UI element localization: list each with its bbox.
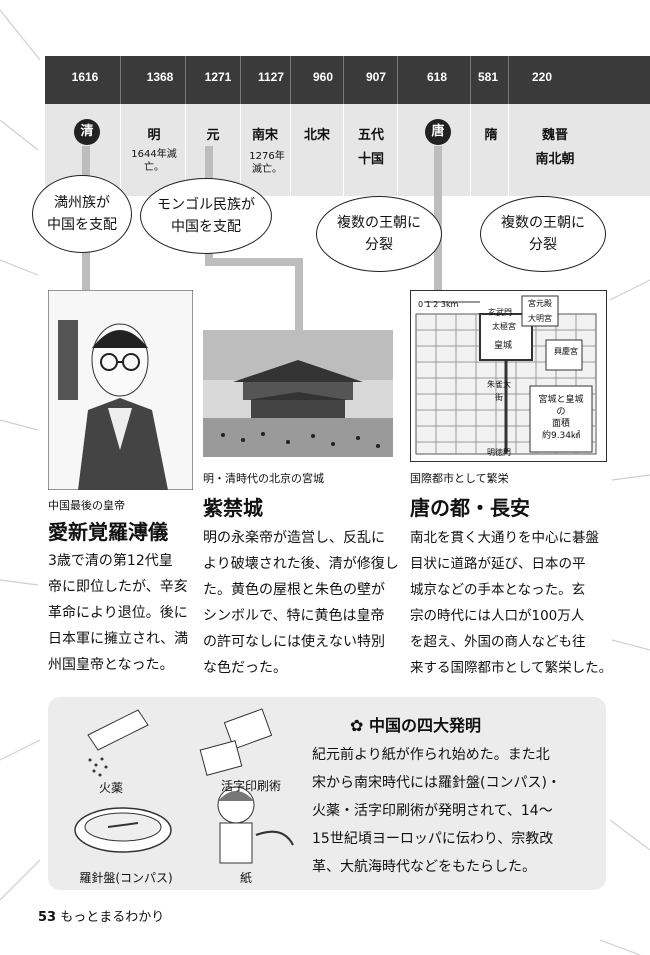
era-weijin: 魏晋 [541, 128, 568, 143]
map-label: 玄武門 [488, 308, 512, 317]
inventions-title: ✿ 中国の四大発明 [350, 716, 481, 735]
nansong-end-note: 1276年 [249, 151, 285, 162]
article-body: 明の永楽帝が造営し、反乱により破壊された後、清が修復した。黄色の屋根と朱色の壁が… [203, 530, 399, 676]
speech-bubble-qing: 満州族が中国を支配 [32, 175, 132, 253]
inventions-illustrations [74, 708, 294, 864]
article-title: 唐の都・長安 [410, 496, 530, 520]
timeline-era-bar [45, 104, 650, 196]
year-label: 581 [477, 70, 499, 84]
article-title: 愛新覚羅溥儀 [48, 520, 168, 544]
article-body: 3歳で清の第12代皇帝に即位したが、辛亥革命により退位。後に 日本軍に擁立され、… [48, 553, 189, 673]
nansong-end-note: 滅亡。 [252, 164, 282, 175]
era-shiguo: 十国 [357, 152, 384, 167]
era-nansong: 南宋 [251, 128, 278, 143]
article-body: 南北を貫く大通りを中心に碁盤目状に道路が延び、日本の平城京などの手本となった。玄… [410, 530, 613, 676]
invention-label-paper: 紙 [239, 871, 252, 885]
year-label: 1271 [204, 70, 232, 84]
page-footer: 53 もっとまるわかり [38, 906, 164, 925]
map-label: 皇城 [493, 341, 512, 351]
year-label: 220 [531, 70, 553, 84]
connector-line [295, 258, 303, 336]
book-title: もっとまるわかり [60, 910, 165, 925]
year-label: 1127 [257, 70, 285, 84]
map-label: 大明宮 [528, 314, 552, 323]
era-sui: 隋 [484, 128, 498, 143]
timeline-year-bar [45, 56, 650, 104]
speech-bubble-weijin: 複数の王朝に分裂 [480, 196, 606, 272]
era-yuan: 元 [206, 128, 220, 143]
map-label: 興慶宮 [554, 347, 578, 356]
invention-label-printing: 活字印刷術 [220, 779, 281, 793]
era-ming: 明 [147, 128, 161, 143]
page-number: 53 [38, 910, 57, 925]
year-label: 907 [365, 70, 387, 84]
flower-icon: ✿ [350, 716, 364, 735]
era-beisong: 北宋 [303, 128, 330, 143]
map-scale: 0 1 2 3km [418, 300, 459, 309]
era-tang: 唐 [425, 119, 451, 145]
article-caption: 中国最後の皇帝 [48, 499, 125, 512]
invention-label-compass: 羅針盤(コンパス) [79, 871, 173, 885]
year-label: 1616 [71, 70, 99, 84]
article-title: 紫禁城 [203, 496, 263, 520]
forbidden-city-photo [203, 330, 393, 457]
puyi-portrait-image [48, 290, 193, 490]
ming-end-note: 1644年滅亡。 [131, 149, 177, 173]
map-label: 太極宮 [492, 322, 516, 331]
changan-map-grid [415, 295, 597, 455]
map-label: 朱雀大街 [487, 380, 511, 402]
inventions-body: 紀元前より紙が作られ始めた。また北宋から南宋時代には羅針盤(コンパス)・火薬・活… [312, 747, 561, 875]
connector-line [205, 258, 303, 266]
map-label: 明徳門 [487, 448, 511, 457]
map-area-note: 宮城と皇城の面積約9.34㎢ [538, 395, 584, 441]
year-label: 960 [312, 70, 334, 84]
year-label: 1368 [146, 70, 174, 84]
era-nanbeichao: 南北朝 [535, 152, 575, 167]
speech-bubble-wudai: 複数の王朝に分裂 [316, 196, 442, 272]
four-inventions-panel [48, 697, 606, 890]
year-label: 618 [426, 70, 448, 84]
speech-bubble-yuan: モンゴル民族が中国を支配 [140, 178, 272, 254]
era-wudai: 五代 [357, 128, 384, 143]
era-qing: 清 [74, 119, 100, 145]
invention-label-gunpowder: 火薬 [98, 781, 123, 795]
article-caption: 国際都市として繁栄 [410, 472, 509, 485]
article-caption: 明・清時代の北京の宮城 [203, 472, 324, 485]
map-label: 宮元殿 [528, 299, 552, 308]
